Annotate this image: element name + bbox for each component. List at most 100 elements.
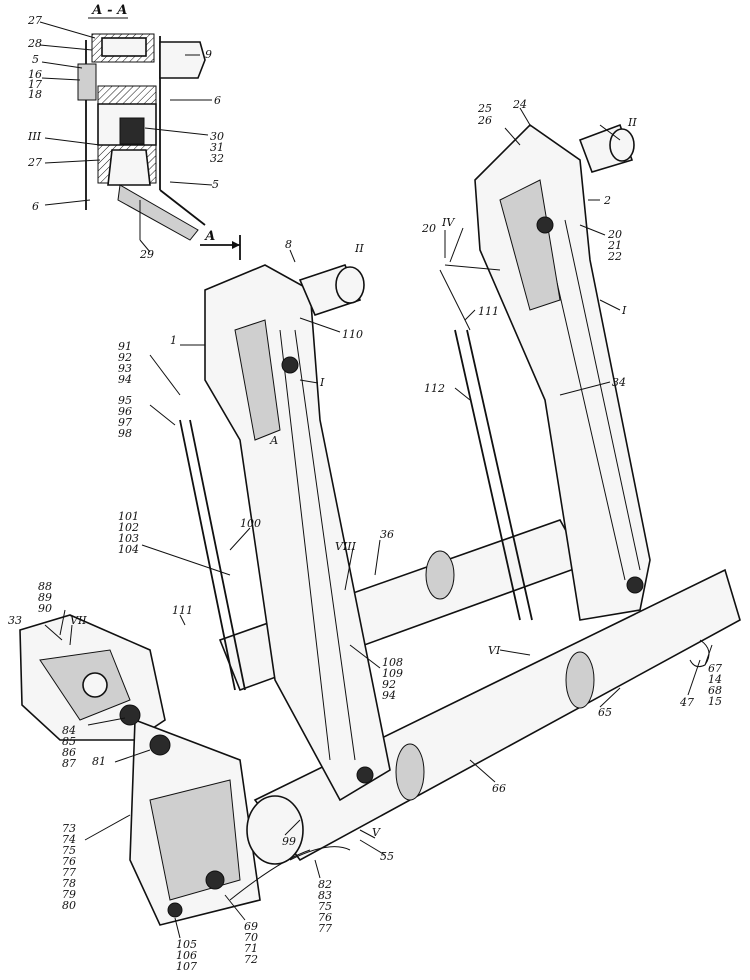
section-beam-29 [117, 184, 199, 241]
callout-label: 5 [32, 53, 39, 66]
section-bolt-30 [119, 117, 145, 145]
callout-label: 111 [172, 604, 193, 617]
callout-label: 8 [285, 238, 292, 251]
callout-label: 24 [512, 98, 527, 111]
section-middle-block [97, 85, 157, 105]
callout-label: 47 [679, 696, 694, 709]
callout-label: 100 [240, 517, 261, 530]
section-boss [107, 149, 151, 186]
bolt-81 [149, 734, 171, 756]
callout-label: 94 [382, 689, 396, 702]
callout-label: 26 [477, 114, 492, 127]
callout-label: 36 [380, 528, 394, 541]
callout-label: II [627, 116, 637, 129]
left-frame-web [234, 319, 281, 441]
callout-label: 28 [27, 37, 42, 50]
section-marker-label: А [204, 229, 216, 244]
callout-label: 25 [477, 102, 492, 115]
callout-label: 105 [176, 938, 197, 951]
callout-label: 99 [282, 835, 296, 848]
bolt-left-frame [281, 356, 299, 374]
callout-label: 82 [318, 878, 332, 891]
callout-label: 112 [424, 382, 445, 395]
callout-label: 70 [244, 931, 258, 944]
front-tube-end [246, 795, 304, 865]
callout-label: 29 [139, 248, 154, 261]
callout-label: 75 [318, 900, 332, 913]
bracket-hole [82, 672, 108, 698]
right-strut-112 [454, 329, 521, 621]
callout-label: 69 [244, 920, 258, 933]
section-title: А - А [91, 3, 128, 18]
callout-label: 6 [214, 94, 221, 107]
rear-tube-sleeve [425, 550, 455, 600]
callout-label: VIII [335, 540, 357, 553]
callout-label: IV [441, 216, 455, 229]
callout-label: I [319, 376, 325, 389]
callout-label: 98 [118, 427, 132, 440]
callout-label: 89 [38, 591, 52, 604]
section-bushing [101, 37, 147, 57]
left-strut [179, 419, 236, 691]
callout-label: 87 [62, 757, 76, 770]
lower-bracket-web [149, 779, 241, 901]
callout-label: 31 [210, 141, 224, 154]
bolt-right-frame [536, 216, 554, 234]
callout-label: 20 [421, 222, 436, 235]
callout-label: 86 [62, 746, 76, 759]
callout-label: 15 [708, 695, 722, 708]
callout-label: 2 [603, 194, 611, 207]
leader-lines [39, 21, 713, 939]
callout-label: 76 [62, 855, 76, 868]
front-tube-clamp-2 [565, 651, 595, 709]
callout-label: 94 [118, 373, 132, 386]
callout-label: 16 [28, 68, 42, 81]
bolt-left-foot [356, 766, 374, 784]
main-assembly [19, 123, 741, 926]
callout-label: 27 [27, 156, 42, 169]
callout-label: I [621, 304, 627, 317]
callout-label: 88 [38, 580, 52, 593]
callout-label: 103 [118, 532, 139, 545]
callout-label: 78 [62, 877, 76, 890]
callout-label: 95 [118, 394, 132, 407]
section-marker: А [200, 229, 241, 260]
callout-label: 77 [62, 866, 76, 879]
callout-label: 75 [62, 844, 76, 857]
right-pipe-opening [609, 128, 635, 162]
callout-label: 68 [708, 684, 722, 697]
bolt-84 [119, 704, 141, 726]
callout-label: 17 [28, 78, 42, 91]
callout-label: 90 [38, 602, 52, 615]
callout-label: 55 [380, 850, 394, 863]
callout-label: 85 [62, 735, 76, 748]
callout-label: 22 [607, 250, 622, 263]
callout-label: 65 [598, 706, 612, 719]
callout-label: 71 [244, 942, 258, 955]
front-tube-clamp [395, 743, 425, 801]
callout-label: 18 [28, 88, 42, 101]
callout-label: 27 [27, 14, 42, 27]
bolt-right-foot [626, 576, 644, 594]
callout-label: 20 [607, 228, 622, 241]
callout-label: III [27, 130, 42, 143]
callout-label: 67 [708, 662, 722, 675]
callout-labels: 27 28 5 16 17 18 9 6 30 31 32 III 27 5 6… [8, 14, 722, 973]
bolt-105 [167, 902, 183, 918]
callout-label: 5 [212, 178, 219, 191]
callout-label: 92 [118, 351, 132, 364]
callout-label: 66 [492, 782, 506, 795]
bolt-69 [205, 870, 225, 890]
callout-label: 34 [612, 376, 626, 389]
callout-label: VII [70, 614, 87, 627]
callout-label: 96 [118, 405, 132, 418]
callout-label: 101 [118, 510, 139, 523]
callout-label: 92 [382, 678, 396, 691]
callout-label: 84 [62, 724, 76, 737]
callout-label: 9 [205, 48, 212, 61]
section-view-a-a: А - А [77, 3, 206, 241]
callout-label: 80 [62, 899, 76, 912]
callout-label: 102 [118, 521, 139, 534]
